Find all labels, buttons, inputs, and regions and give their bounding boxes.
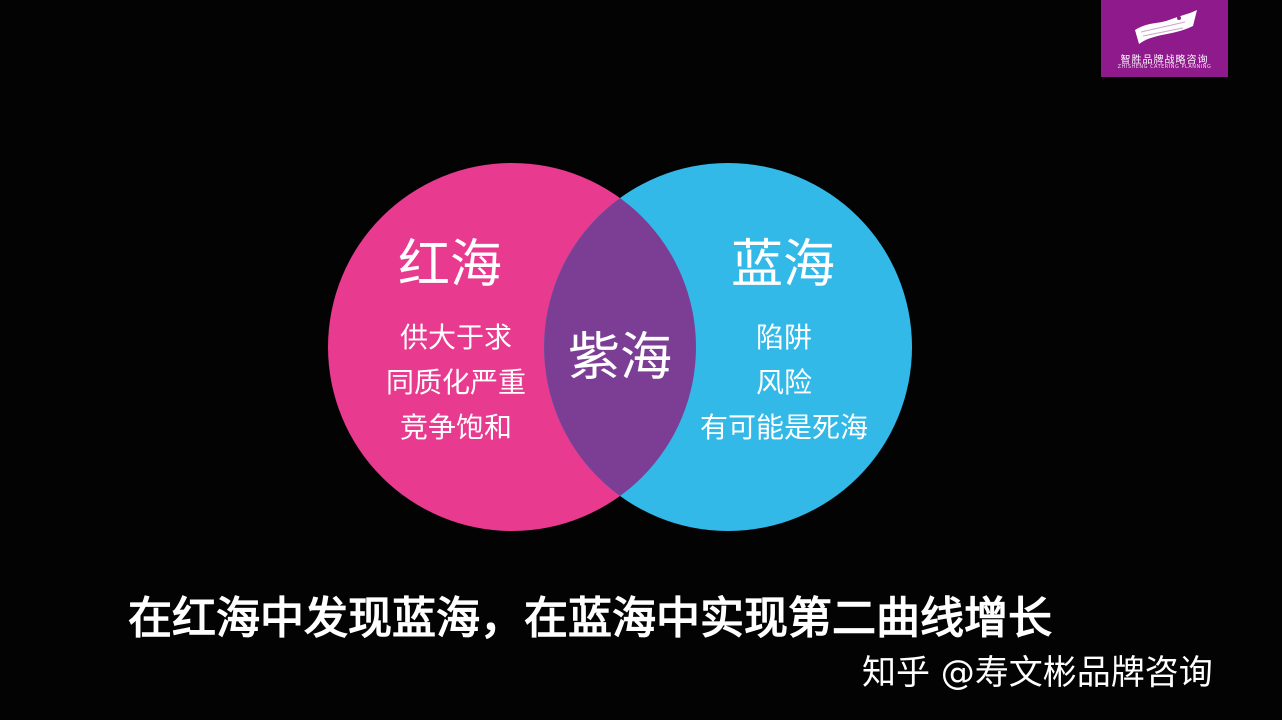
red-sea-items: 供大于求 同质化严重 竞争饱和: [358, 315, 554, 450]
blue-sea-title: 蓝海: [731, 235, 836, 295]
purple-sea-title: 紫海: [567, 328, 672, 388]
red-sea-item: 同质化严重: [385, 366, 526, 399]
red-sea-item: 竞争饱和: [399, 411, 512, 444]
headline: 在红海中发现蓝海，在蓝海中实现第二曲线增长: [128, 593, 1052, 644]
blue-sea-item: 陷阱: [755, 321, 812, 354]
blue-sea-item: 风险: [755, 366, 812, 399]
purple-sea-overlap: [544, 163, 696, 531]
logo-name-cn: 智胜品牌战略咨询: [1120, 55, 1209, 66]
logo-name-en: ZHISHENG CATERING PLANNING: [1117, 64, 1212, 70]
red-sea-title: 红海: [398, 235, 503, 295]
flag-icon: [1135, 10, 1197, 44]
brand-logo: 智胜品牌战略咨询 ZHISHENG CATERING PLANNING: [1101, 0, 1228, 77]
zhihu-watermark: 知乎 @寿文彬品牌咨询: [862, 653, 1213, 693]
red-sea-item: 供大于求: [399, 321, 512, 354]
blue-sea-item: 有可能是死海: [699, 411, 868, 444]
blue-sea-items: 陷阱 风险 有可能是死海: [688, 315, 880, 450]
